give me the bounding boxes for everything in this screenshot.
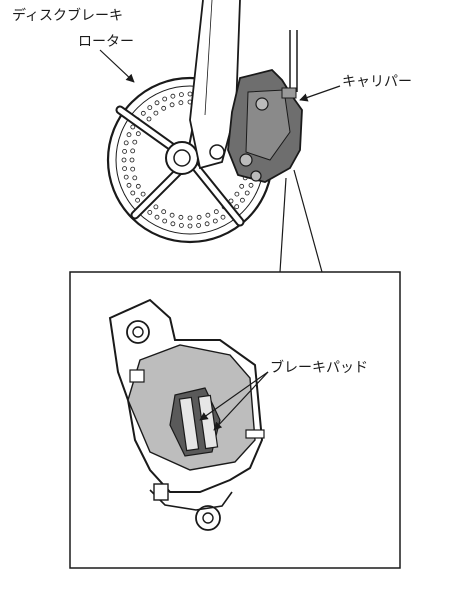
rotor-hole (213, 209, 219, 215)
rotor-hole (205, 212, 211, 218)
rotor-hole (153, 110, 159, 116)
rotor-hole (147, 105, 153, 110)
rotor-hole (212, 218, 218, 224)
caliper-drawing (227, 69, 303, 183)
rotor-hole (178, 100, 184, 106)
rotor-hole (169, 102, 175, 108)
rotor-leader (99, 49, 135, 83)
rotor-hole (130, 148, 136, 154)
rotor-hole (220, 214, 226, 220)
rotor-hole (153, 204, 159, 210)
rotor-hole (178, 222, 184, 228)
rotor-hole (123, 140, 129, 146)
rotor-hole (135, 197, 141, 203)
rotor-hole (140, 191, 146, 197)
rotor-hole (178, 214, 184, 220)
rotor-hole (162, 218, 168, 224)
rotor-hole (234, 204, 240, 210)
brake-hose (289, 30, 298, 92)
rotor-hole (234, 191, 240, 197)
rotor-hole (126, 182, 132, 188)
pad-callout-arrows (199, 371, 269, 431)
rotor-hole (122, 148, 127, 154)
rotor-hole (196, 214, 202, 220)
callout-lines (99, 49, 341, 273)
rotor-label-line1: ディスクブレーキ (12, 8, 124, 24)
front-fork (189, 0, 241, 170)
zoom-line-left (279, 177, 287, 273)
brake-pad-right (197, 394, 219, 450)
rotor-hole (228, 198, 234, 204)
rotor-hole (170, 221, 176, 227)
rotor-hole (132, 139, 138, 145)
rotor-hole (123, 174, 129, 180)
rotor-hole (248, 182, 254, 188)
rotor-hole (122, 166, 127, 172)
rotor-hole (154, 100, 160, 106)
brake-pad-left (178, 396, 200, 452)
rotor-hole (130, 166, 136, 172)
rotor-hole (130, 190, 136, 196)
rotor-hole (178, 92, 184, 97)
rotor-hole (135, 131, 141, 137)
rotor-hole (170, 93, 176, 99)
rotor-hole (140, 110, 146, 116)
rotor-label-line2: ローター (78, 34, 134, 50)
rotor-hole (121, 157, 127, 163)
caliper-label: キャリパー (342, 74, 412, 90)
rotor-hole (130, 124, 136, 130)
rotor-hole (154, 214, 160, 220)
brake-pads-label: ブレーキパッド (270, 360, 368, 376)
rotor-hole (135, 183, 141, 189)
rotor-hole (147, 209, 153, 215)
rotor-hole (169, 212, 175, 218)
rotor-hole (161, 105, 167, 111)
caliper-leader (299, 85, 341, 102)
rotor-hole (146, 116, 152, 122)
rotor-hole (244, 190, 250, 196)
rotor-hole (239, 197, 245, 203)
rotor-hole (187, 91, 193, 97)
rotor-hole (162, 96, 168, 102)
caliper-detail-drawing (108, 298, 265, 531)
rotor-hole (196, 222, 202, 228)
rotor-hole (204, 221, 210, 227)
rotor-hole (129, 157, 135, 163)
rotor-hole (187, 215, 193, 221)
zoom-line-right (293, 169, 323, 273)
rotor-hole (161, 209, 167, 215)
rotor-hole (132, 175, 138, 181)
rotor-hole (187, 223, 193, 229)
rotor-hole (239, 183, 245, 189)
rotor-hole (126, 132, 132, 138)
